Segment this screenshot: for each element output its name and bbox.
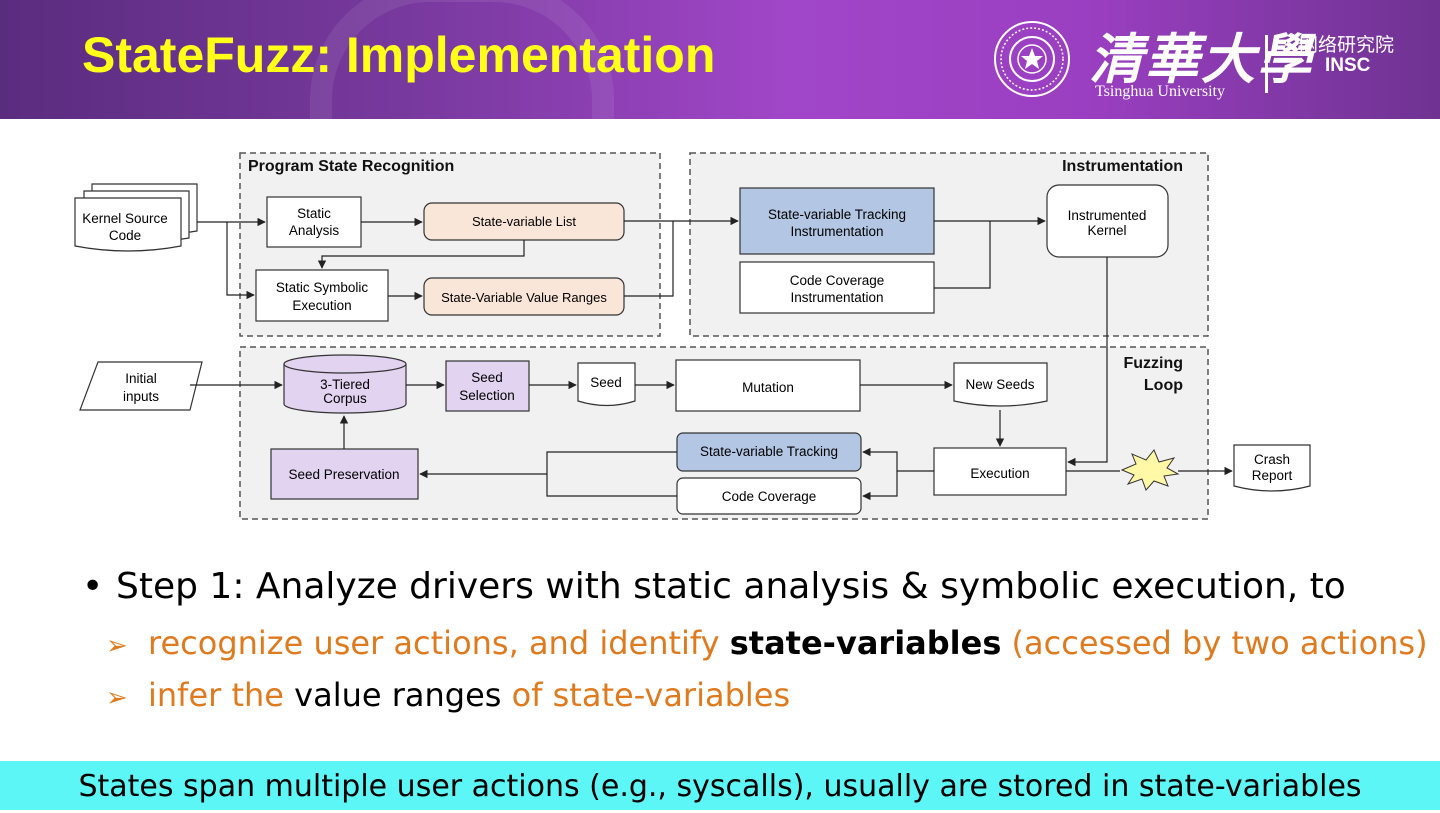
arrow-bullet-icon: ➢ (106, 631, 148, 661)
arrow-bullet-icon: ➢ (106, 683, 148, 713)
static-analysis-label-1: Static (297, 206, 331, 221)
university-name-en: Tsinghua University (1095, 83, 1225, 101)
cc-instr-label-2: Instrumentation (790, 290, 883, 305)
crash-report-label-1: Crash (1254, 452, 1290, 467)
svt-instr-label-2: Instrumentation (790, 224, 883, 239)
seed-selection-label-1: Seed (471, 370, 503, 385)
logo-divider (1265, 35, 1268, 93)
tsinghua-logo: 清華大學 Tsinghua University 网络研究院 INSC (993, 17, 1403, 103)
kernel-source-code-node: Kernel Source Code (75, 184, 197, 251)
sub-bullet-2: ➢infer the value ranges of state-variabl… (106, 676, 790, 714)
symbolic-label-2: Execution (292, 298, 351, 313)
bullet-dot-icon: • (82, 566, 116, 607)
group-label-loop: Loop (1144, 377, 1183, 394)
header-banner: StateFuzz: Implementation 清華大學 Tsinghua … (0, 0, 1440, 119)
sub2-part-b: value ranges (294, 676, 511, 714)
value-ranges-label: State-Variable Value Ranges (441, 290, 607, 305)
group-label-psr: Program State Recognition (248, 158, 454, 175)
symbolic-label-1: Static Symbolic (276, 280, 369, 295)
seed-selection-node (446, 361, 529, 411)
kernel-source-label-2: Code (109, 228, 141, 243)
seed-label: Seed (590, 375, 622, 390)
footer-banner: States span multiple user actions (e.g.,… (0, 761, 1440, 810)
bullet-step1-text: Step 1: Analyze drivers with static anal… (116, 566, 1346, 607)
sub2-part-a: infer the (148, 676, 294, 714)
sub-bullet-1: ➢recognize user actions, and identify st… (106, 624, 1428, 662)
seed-selection-label-2: Selection (459, 388, 515, 403)
university-seal-icon (993, 20, 1071, 98)
kernel-source-label-1: Kernel Source (82, 211, 168, 226)
sub1-part-b: state-variables (730, 624, 1002, 662)
sub1-part-c: (accessed by two actions) (1001, 624, 1427, 662)
corpus-label-2: Corpus (323, 391, 367, 406)
mutation-label: Mutation (742, 380, 794, 395)
initial-inputs-label-1: Initial (125, 371, 157, 386)
instrumented-kernel-label-1: Instrumented (1068, 208, 1147, 223)
group-label-instrumentation: Instrumentation (1062, 158, 1183, 175)
instrumented-kernel-label-2: Kernel (1087, 223, 1126, 238)
bullet-step1: •Step 1: Analyze drivers with static ana… (82, 566, 1346, 607)
svt-instr-label-1: State-variable Tracking (768, 207, 906, 222)
three-tiered-corpus-node: 3-Tiered Corpus (284, 355, 406, 413)
initial-inputs-label-2: inputs (123, 389, 159, 404)
new-seeds-label: New Seeds (965, 377, 1034, 392)
static-symbolic-execution-node (256, 270, 388, 321)
slide-title: StateFuzz: Implementation (82, 26, 715, 84)
institute-name-en: INSC (1325, 55, 1370, 77)
code-coverage-label: Code Coverage (722, 489, 817, 504)
state-variable-list-label: State-variable List (472, 214, 576, 229)
crash-report-label-2: Report (1252, 468, 1293, 483)
corpus-label-1: 3-Tiered (320, 377, 370, 392)
static-analysis-node (267, 197, 361, 247)
static-analysis-label-2: Analysis (289, 223, 340, 238)
seed-preservation-label: Seed Preservation (288, 467, 399, 482)
statefuzz-architecture-diagram: Program State Recognition Instrumentatio… (70, 148, 1320, 528)
sub2-part-c: of state-variables (512, 676, 791, 714)
cc-instr-label-1: Code Coverage (790, 273, 885, 288)
institute-name-cn: 网络研究院 (1299, 30, 1394, 57)
group-label-fuzzing: Fuzzing (1123, 355, 1183, 372)
sub1-part-a: recognize user actions, and identify (148, 624, 730, 662)
sv-tracking-label: State-variable Tracking (700, 444, 838, 459)
execution-label: Execution (970, 466, 1029, 481)
